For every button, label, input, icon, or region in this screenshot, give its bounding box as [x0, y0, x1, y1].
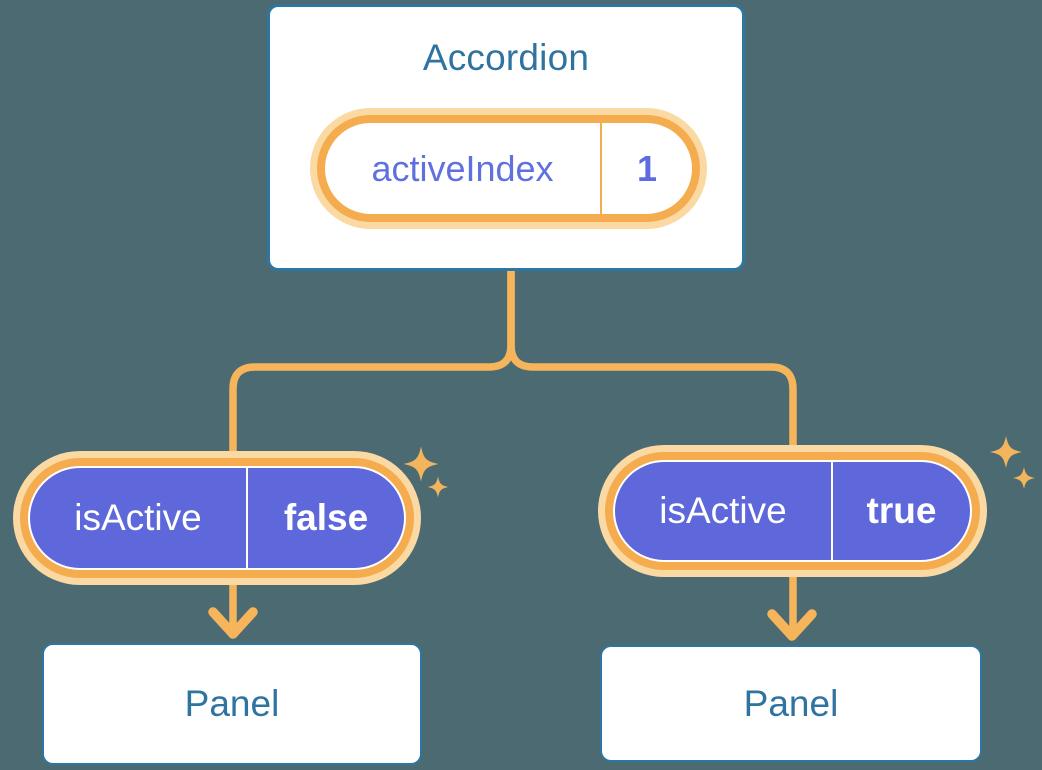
pill-divider [831, 462, 833, 560]
accordion-title: Accordion [422, 37, 590, 78]
state-name-label: activeIndex [371, 147, 554, 189]
prop-name-label: isActive [659, 490, 787, 531]
prop-name-label: isActive [74, 497, 202, 538]
prop-value-label: true [866, 490, 937, 531]
panel-title: Panel [743, 682, 839, 724]
sparkle-icon [427, 476, 449, 498]
panel-component-card-left: Panel [42, 643, 422, 765]
sparkle-icon [403, 446, 439, 482]
connector-right [507, 271, 797, 632]
connector-left [229, 271, 515, 630]
down-arrow-icon [767, 609, 817, 641]
sparkle-icon [990, 436, 1022, 468]
panel-title: Panel [184, 683, 280, 724]
state-value-label: 1 [636, 147, 658, 189]
pill-divider [246, 468, 248, 568]
active-index-state-pill: activeIndex 1 [317, 115, 700, 222]
is-active-prop-pill-left: isActive false [28, 466, 406, 570]
panel-component-card-right: Panel [600, 645, 982, 762]
down-arrow-icon [208, 607, 258, 639]
pill-divider [600, 123, 602, 214]
prop-value-label: false [283, 497, 369, 538]
is-active-prop-pill-right: isActive true [613, 460, 972, 562]
sparkle-icon [1013, 467, 1035, 489]
